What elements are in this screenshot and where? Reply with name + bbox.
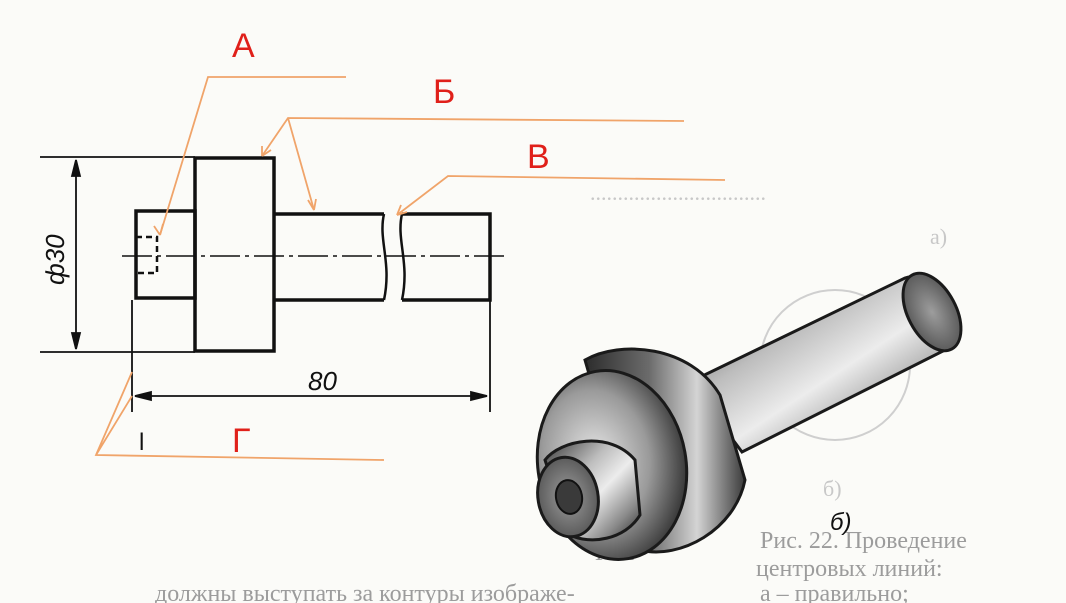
leader-a [159,76,346,236]
shaft-end-face [901,271,963,353]
diameter-value: ф30 [40,234,70,285]
length-value: 80 [308,366,337,396]
label-a: А [232,27,255,65]
background-page-text: ................................ а) б) Р… [155,180,967,603]
leader-v [396,175,726,216]
arrow-top [70,159,82,177]
shaft-right-outline [402,212,492,302]
bottom-body-text: должны выступать за контуры изображе- [155,581,575,603]
label-v: В [527,138,550,176]
leader-a-arrow [153,223,164,236]
caption-line-2: центровых линий: [756,556,943,582]
hidden-hole [134,235,159,275]
shaft-left-edges [274,212,384,302]
leader-b [261,117,685,211]
caption-line-3: а – правильно; [760,581,909,603]
view-b-faint-mark: б) [823,476,842,501]
arrow-right [470,390,488,402]
arrow-left [134,390,152,402]
l-mark: l [139,429,144,456]
length-dimension [131,300,491,412]
part-3d-view [535,271,963,561]
figure-caption: Рис. 22. Проведение [760,528,967,554]
break-line-right [399,213,406,301]
view-a-mark: а) [930,224,947,249]
leader-v-arrow [396,204,408,216]
diameter-dimension [40,156,195,353]
boss-outline [134,209,197,300]
view-b-mark: б) [830,509,852,536]
leader-b-arrows [261,146,317,211]
bg-faint-line: ................................ [590,180,766,205]
label-g: Г [232,422,250,460]
collar-outline [193,156,276,353]
break-line-left [381,213,388,301]
arrow-bottom [70,332,82,350]
label-b: Б [433,73,455,111]
boss-hole [554,479,584,515]
part-2d-view [134,156,492,353]
leader-g [94,371,385,461]
leader-lines [94,76,726,461]
